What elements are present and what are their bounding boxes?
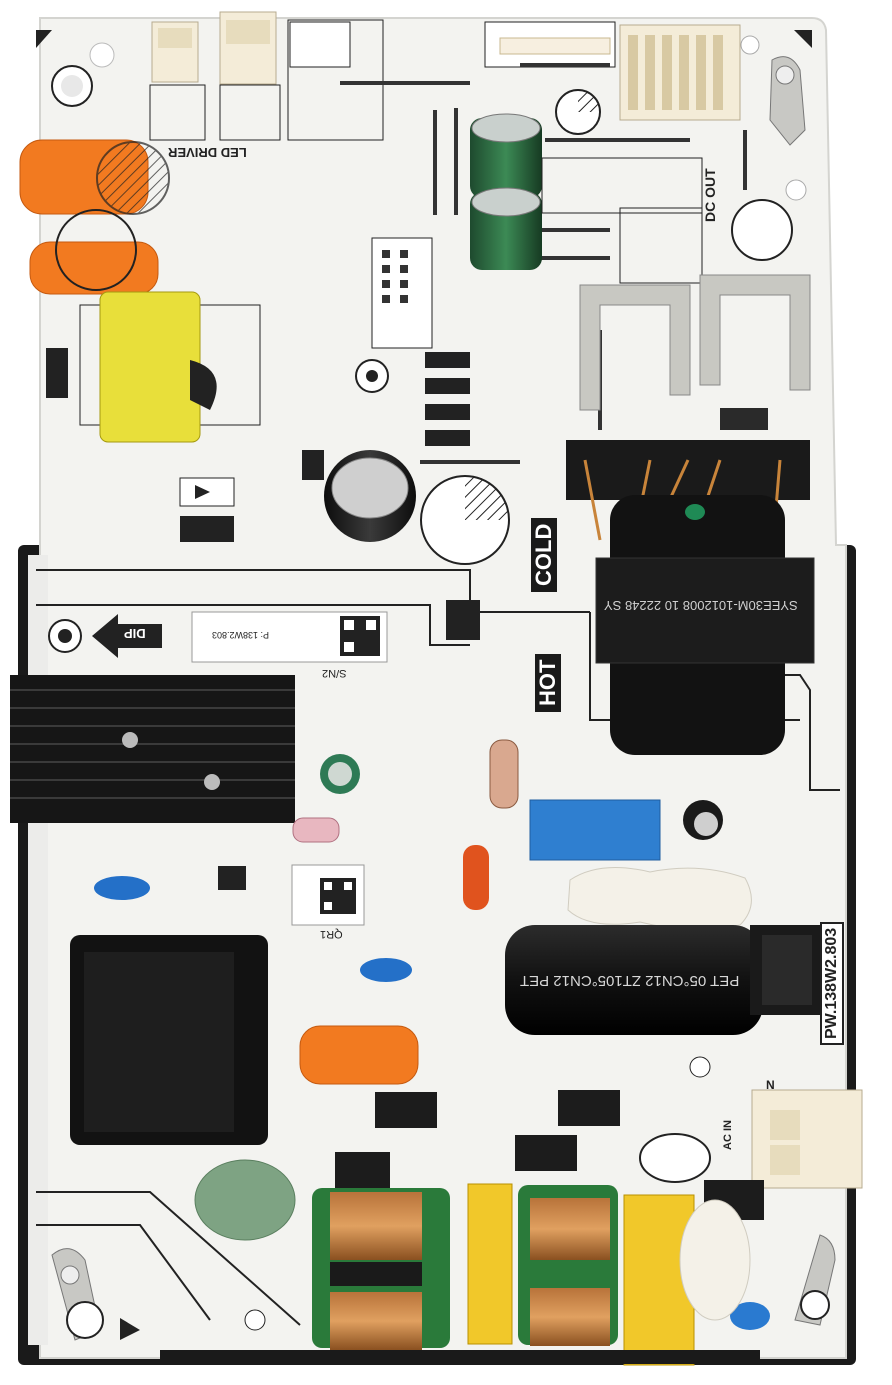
label-led-driver: LED DRIVER xyxy=(168,145,247,160)
cap-c201 xyxy=(463,845,489,910)
diode-jb16 xyxy=(720,408,768,430)
transistor-q203 xyxy=(218,866,246,890)
cap-c207 xyxy=(360,958,412,982)
board-left-strip xyxy=(28,555,48,1345)
ac-in-connector xyxy=(751,1089,863,1189)
inductor-l801 xyxy=(99,291,201,443)
label-transformer: SYEE30M-1012008 10 22248 SY xyxy=(604,598,798,613)
glue-blob xyxy=(567,867,752,930)
label-model: PW.138W2.803 xyxy=(820,921,844,1045)
transformer-pins xyxy=(566,440,810,500)
bulk-cap xyxy=(505,925,763,1035)
cap-c213 xyxy=(94,876,150,900)
label-ac-in: AC IN xyxy=(722,1120,734,1150)
resistor-r238 xyxy=(489,739,519,809)
label-sn: S/N2 xyxy=(322,667,347,679)
resistor-r253 xyxy=(292,817,340,843)
ntc-green xyxy=(194,1159,296,1241)
label-n: N xyxy=(766,1078,775,1092)
label-qr: QR1 xyxy=(320,928,343,940)
cap-cy4 xyxy=(730,1302,770,1330)
diode-b804 xyxy=(46,348,68,398)
diode-d811 xyxy=(180,516,234,542)
label-sticker: P: 138W2.803 xyxy=(212,630,270,640)
heatsink-hs01 xyxy=(10,675,295,823)
label-bulk-cap: PET 05°CN12 ZT105°CN12 PET xyxy=(520,972,740,989)
cap-c205 xyxy=(299,1025,419,1085)
orange-cap-2 xyxy=(29,241,159,295)
label-cold: COLD xyxy=(531,517,557,592)
ground-tab-h3 xyxy=(769,56,806,146)
optocoupler-pc202 xyxy=(446,600,480,640)
x-cap-cx3 xyxy=(467,1183,513,1345)
label-dc-out: DC OUT xyxy=(702,168,718,222)
x-cap-blue xyxy=(529,799,661,861)
label-dip: DIP xyxy=(124,626,146,641)
dip-arrow xyxy=(92,614,162,658)
label-hot: HOT xyxy=(535,653,561,712)
